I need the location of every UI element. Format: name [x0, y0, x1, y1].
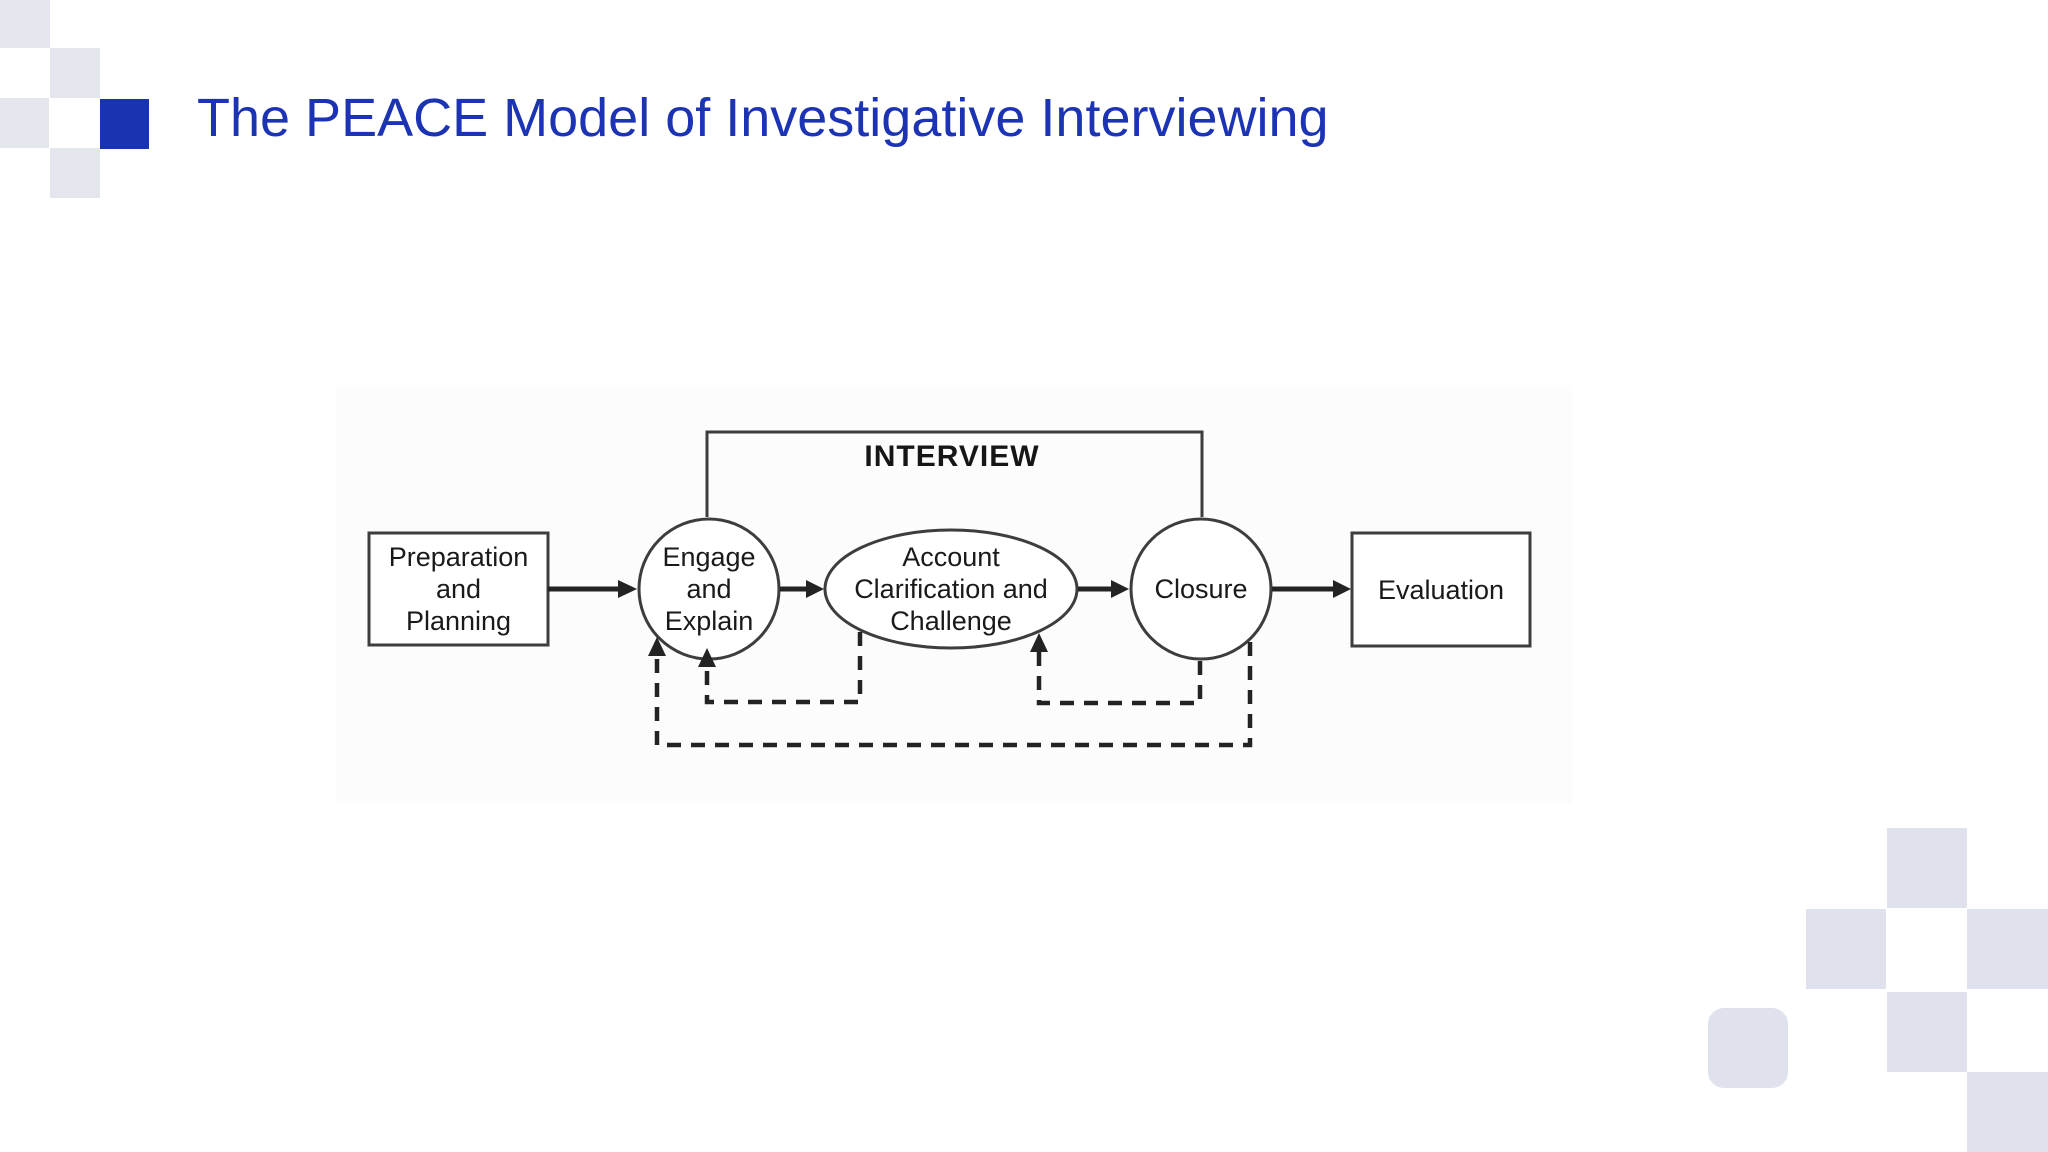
closure-circle-shape: [1129, 517, 1273, 661]
evaluation-box-shape: [1350, 531, 1532, 648]
arrowhead-up: [1030, 633, 1048, 652]
arrowhead: [806, 580, 824, 598]
flowchart-shapes: [367, 430, 1532, 748]
interview-bracket-line: [705, 430, 1204, 517]
page-title: The PEACE Model of Investigative Intervi…: [197, 88, 1329, 148]
checker-square: [50, 148, 100, 198]
engage-label: Engage and Explain: [662, 542, 756, 636]
account-ellipse-shape: [823, 528, 1079, 650]
closure-label: Closure: [1154, 574, 1248, 604]
evaluation-label: Evaluation: [1377, 574, 1505, 605]
arrowhead-up: [648, 637, 666, 656]
checker-square: [0, 98, 49, 148]
account-label: Account Clarification and Challenge: [854, 542, 1048, 636]
checker-square: [1967, 909, 2048, 989]
checker-square: [1806, 909, 1886, 989]
feedback-account-to-engage: [704, 632, 863, 705]
feedback-closure-to-engage: [654, 642, 1253, 748]
checker-square: [50, 48, 100, 98]
checker-square-rounded: [1708, 1008, 1788, 1088]
feedback-closure-to-account: [1036, 652, 1203, 706]
preparation-box-shape: [367, 531, 550, 647]
dashed-arrowheads: [648, 633, 1048, 667]
title-bullet-square: [100, 99, 149, 149]
dashed-feedback-paths: [654, 632, 1253, 748]
peace-model-flowchart: Preparation and Planning Engage and Expl…: [336, 385, 1572, 803]
solid-arrowheads: [618, 580, 1351, 598]
arrowhead: [1111, 580, 1129, 598]
checker-square: [1967, 1072, 2048, 1152]
checker-square: [1887, 992, 1967, 1072]
arrowhead: [618, 580, 637, 598]
checker-square: [0, 0, 50, 48]
interview-bracket-label: INTERVIEW: [864, 440, 1040, 473]
arrowhead-up: [698, 648, 716, 667]
preparation-label: Preparation and Planning: [388, 542, 529, 636]
arrowhead: [1333, 580, 1351, 598]
checker-square: [1887, 828, 1967, 908]
